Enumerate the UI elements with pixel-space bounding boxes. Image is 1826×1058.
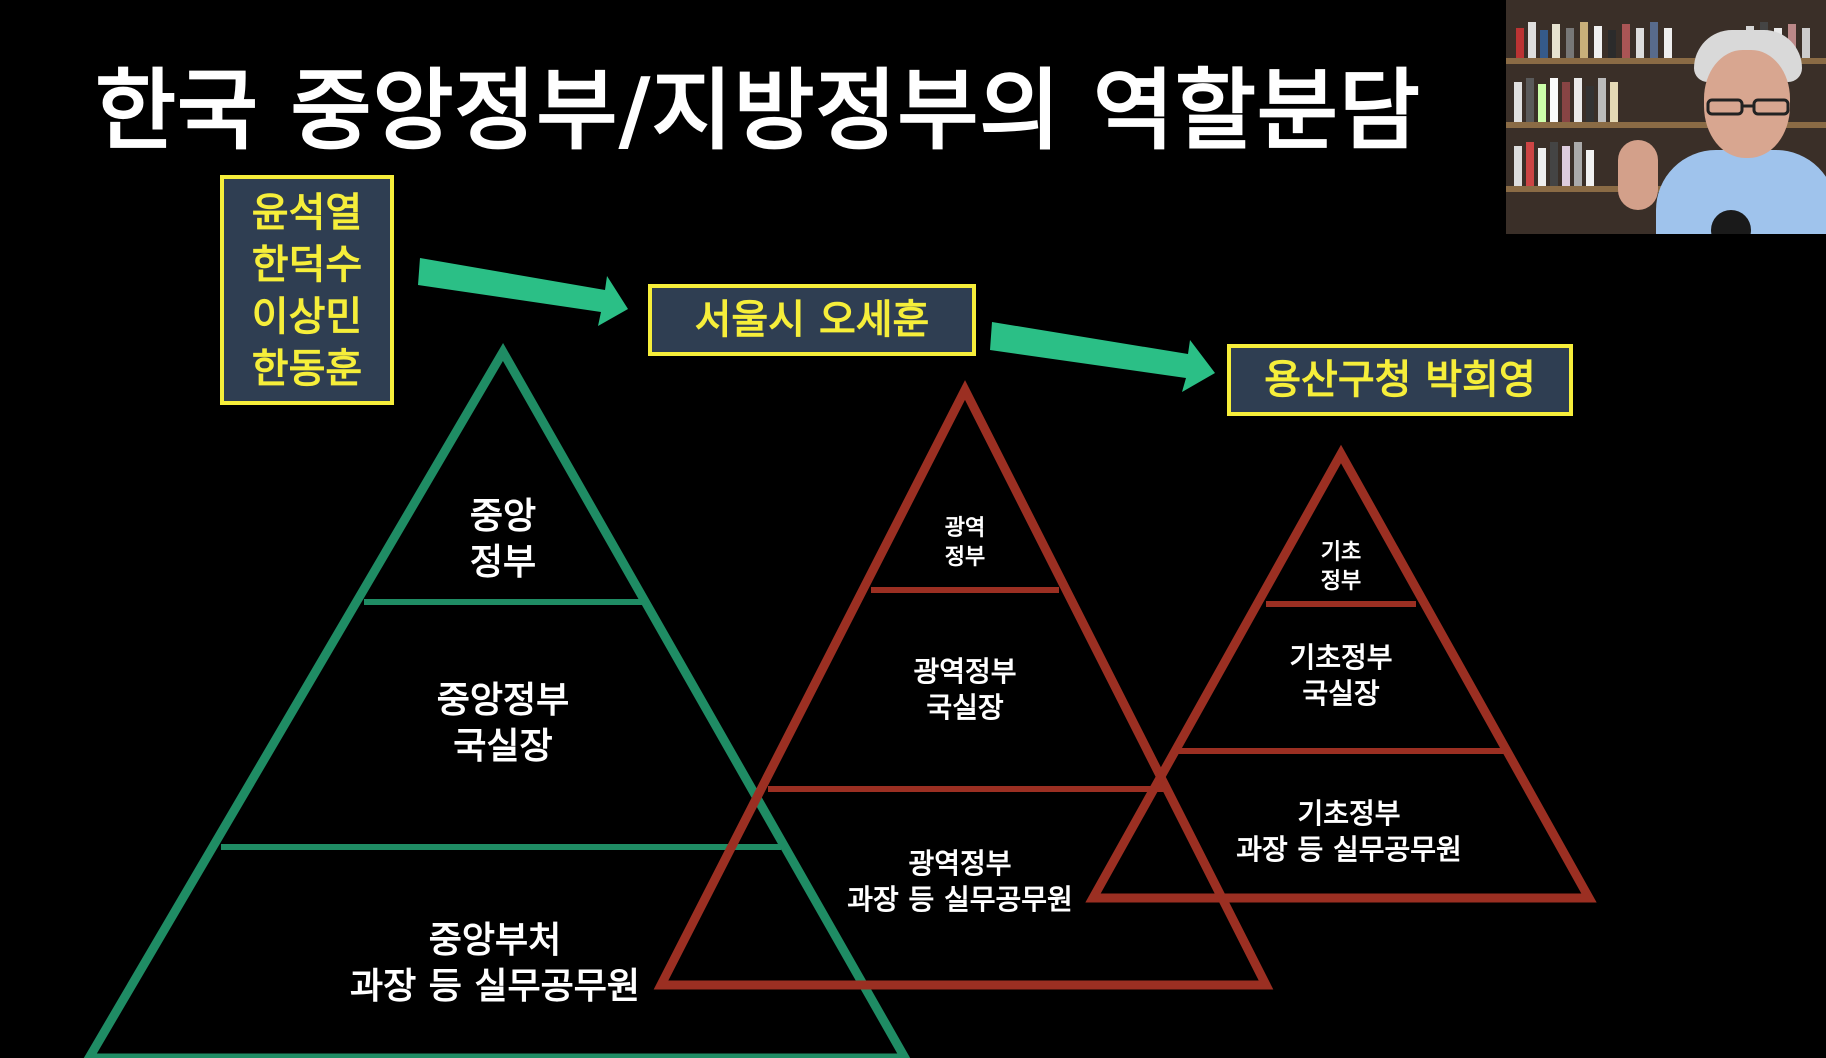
seoul-mayor-box: 서울시 오세훈 <box>648 284 976 356</box>
metropolitan-bottom-label: 광역정부 과장 등 실무공무원 <box>847 846 1073 918</box>
metropolitan-top-label: 광역 정부 <box>945 514 985 572</box>
name-1: 윤석열 <box>224 187 390 239</box>
arrow-to-yongsan <box>990 322 1215 392</box>
basic-top-label: 기초 정부 <box>1321 538 1361 596</box>
yongsan-head-box: 용산구청 박희영 <box>1227 344 1573 416</box>
metropolitan-middle-label: 광역정부 국실장 <box>913 654 1016 726</box>
basic-bottom-label: 기초정부 과장 등 실무공무원 <box>1236 796 1462 868</box>
name-3: 이상민 <box>224 291 390 343</box>
cabinet-names-box: 윤석열 한덕수 이상민 한동훈 <box>220 175 394 405</box>
name-4: 한동훈 <box>224 343 390 395</box>
basic-middle-label: 기초정부 국실장 <box>1289 640 1392 712</box>
central-middle-label: 중앙정부 국실장 <box>437 678 569 770</box>
arrow-to-seoul <box>418 258 628 326</box>
central-top-label: 중앙 정부 <box>470 494 536 586</box>
central-bottom-label: 중앙부처 과장 등 실무공무원 <box>350 918 640 1010</box>
name-2: 한덕수 <box>224 239 390 291</box>
